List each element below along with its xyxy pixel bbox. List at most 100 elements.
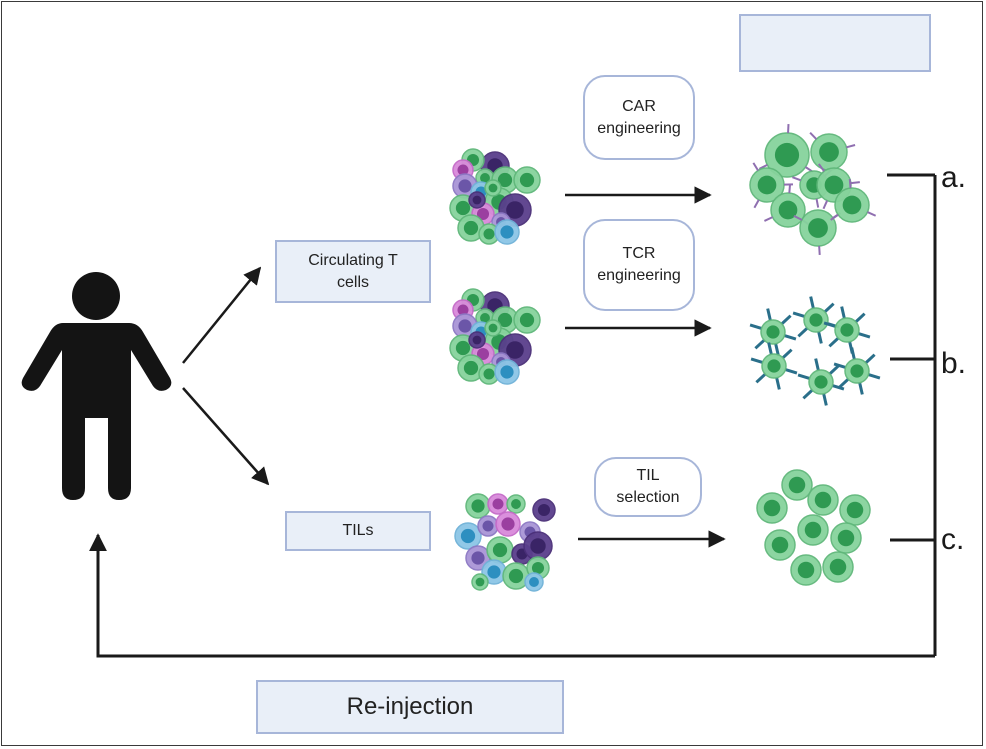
cell-shape [497,172,513,188]
cell-shape [519,172,535,188]
tcr-receptor-mark [750,357,763,364]
tcr-receptor-mark [817,331,823,344]
cell-shape [458,179,472,193]
cell-shape [488,183,498,193]
mixed-cells-cluster-2 [449,288,541,385]
tcr-receptor-mark [823,321,836,328]
cell-shape [488,323,498,333]
output-bracket [887,173,937,656]
cell-shape [506,341,524,359]
car-receptor-mark [850,181,860,185]
tcr-receptor-mark [785,368,798,375]
tcr-receptor-mark [832,384,845,391]
mixed-cells-cluster-til [454,493,556,592]
cell-shape [457,164,469,176]
tcr-receptor-mark [814,358,820,371]
cell-shape [483,228,495,240]
tcr-receptor-mark [858,332,871,339]
cell-shape [814,375,828,389]
tcr-receptor-mark [792,311,805,318]
cell-shape [492,542,508,558]
label-c: c. [941,523,965,556]
car-receptor-mark [793,214,803,221]
car-receptor-mark [817,163,825,172]
cell-shape [788,476,806,494]
top-right-label-box [739,14,931,72]
tcr-engineering-step: TCR engineering [583,219,695,311]
tcr-receptor-mark [797,373,810,380]
cell-shape [455,200,471,216]
reinjection-box: Re-injection [256,680,564,734]
cell-shape [531,561,545,575]
tcr-receptor-mark [828,364,840,375]
tcr-receptor-mark [749,323,762,330]
cell-shape [472,195,482,205]
cell-shape [809,313,823,327]
cell-shape [837,529,855,547]
tcr-receptor-mark [840,306,846,319]
cell-shape [463,220,479,236]
arrow-to-circulating [182,266,262,364]
tcr-receptor-mark [854,312,866,323]
cell-shape [829,558,847,576]
cell-shape [506,201,524,219]
cell-shape [840,323,854,337]
reinjection-arrow [89,533,935,658]
cell-shape [471,499,485,513]
mixed-cells-cluster-1 [449,148,541,245]
car-receptor-mark [809,132,818,140]
car-receptor-mark [788,184,792,194]
cell-shape [529,577,539,587]
cell-shape [492,498,504,510]
cell-shape [814,491,832,509]
car-receptor-mark [848,179,852,189]
tcr-receptor-mark [754,339,766,350]
cell-shape [476,347,490,361]
patient-figure-icon [21,272,172,500]
cell-shape [530,538,546,554]
tcr-receptor-mark [766,308,772,321]
cell-shape [476,207,490,221]
car-engineering-step: CAR engineering [583,75,695,160]
cell-shape [458,319,472,333]
cell-shape [511,499,521,509]
tcr-receptor-mark [868,373,881,380]
tcr-receptor-mark [767,342,773,355]
car-receptor-mark [752,162,759,172]
cell-shape [808,218,828,238]
cell-shape [457,304,469,316]
tcr-receptor-mark [822,393,828,406]
cell-shape [472,335,482,345]
tcr-t-cells-icon [749,296,881,406]
cell-shape [460,528,476,544]
cell-shape [846,501,864,519]
car-receptor-mark [846,144,856,149]
tcr-receptor-mark [797,327,809,338]
cell-shape [480,313,490,323]
label-b: b. [941,347,967,380]
cell-shape [471,551,485,565]
cell-shape [497,312,513,328]
cell-shape [774,142,800,168]
tils-box: TILs [285,511,431,551]
arrow-to-tils [182,387,270,486]
car-receptor-mark [830,213,839,221]
car-receptor-mark [758,163,768,170]
selected-til-cells-icon [756,469,871,586]
cell-shape [778,200,798,220]
tcr-receptor-mark [755,373,767,384]
tcr-receptor-mark [823,302,835,313]
cell-shape [767,359,781,373]
cell-shape [519,312,535,328]
car-receptor-mark [763,216,773,222]
cell-shape [850,364,864,378]
label-a: a. [941,161,967,194]
cell-shape [480,173,490,183]
cell-shape [501,517,515,531]
tcr-receptor-mark [850,347,856,360]
car-t-cells-icon [749,123,877,256]
cell-shape [804,521,822,539]
tcr-receptor-mark [802,389,814,400]
